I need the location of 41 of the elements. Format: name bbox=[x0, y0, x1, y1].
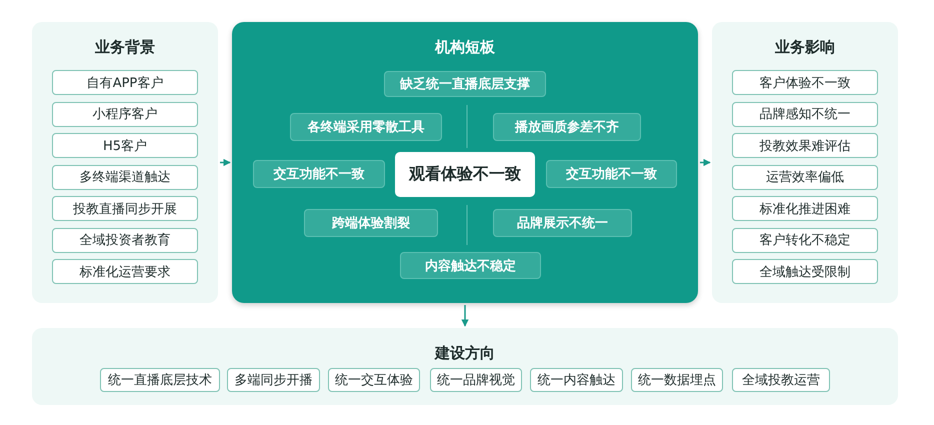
issue-box: 内容触达不稳定 bbox=[400, 252, 541, 279]
item-box: 标准化推进困难 bbox=[732, 196, 878, 221]
arrow bbox=[220, 158, 231, 166]
panel-title: 业务背景 bbox=[94, 38, 156, 57]
item-box: 标准化运营要求 bbox=[52, 259, 198, 284]
item-box: 全域触达受限制 bbox=[732, 259, 878, 284]
panel-background bbox=[232, 22, 698, 303]
item-box: 全域投教运营 bbox=[732, 368, 830, 392]
item-box: 品牌感知不统一 bbox=[732, 102, 878, 126]
issue-box: 品牌展示不统一 bbox=[493, 209, 632, 237]
panel-title: 机构短板 bbox=[434, 38, 496, 57]
item-box: 多终端渠道触达 bbox=[52, 164, 198, 190]
item-box: 投教直播同步开展 bbox=[52, 196, 198, 221]
item-box: 多端同步开播 bbox=[227, 368, 320, 392]
arrow bbox=[461, 305, 469, 327]
panel-background bbox=[32, 328, 898, 405]
item-box: 统一交互体验 bbox=[328, 368, 420, 392]
item-box: H5客户 bbox=[52, 133, 198, 158]
issue-box: 缺乏统一直播底层支撑 bbox=[384, 71, 546, 97]
panel-background bbox=[32, 22, 218, 303]
item-box: 客户体验不一致 bbox=[732, 70, 878, 95]
item-box: 统一直播底层技术 bbox=[100, 368, 220, 392]
issue-box: 播放画质参差不齐 bbox=[493, 113, 641, 141]
item-box: 自有APP客户 bbox=[52, 70, 198, 95]
item-box: 运营效率偏低 bbox=[732, 164, 878, 190]
item-box: 统一品牌视觉 bbox=[430, 368, 522, 392]
item-box: 投教效果难评估 bbox=[732, 133, 878, 158]
panel-background bbox=[712, 22, 898, 303]
core-issue-box: 观看体验不一致 bbox=[395, 152, 535, 197]
item-box: 统一内容触达 bbox=[530, 368, 623, 392]
issue-box: 交互功能不一致 bbox=[546, 160, 677, 188]
item-box: 统一数据埋点 bbox=[631, 368, 723, 392]
issue-box: 各终端采用零散工具 bbox=[290, 113, 442, 141]
issue-box: 交互功能不一致 bbox=[253, 160, 385, 188]
issue-box: 跨端体验割裂 bbox=[304, 209, 438, 237]
panel-title: 业务影响 bbox=[774, 38, 836, 57]
item-box: 客户转化不稳定 bbox=[732, 228, 878, 252]
item-box: 小程序客户 bbox=[52, 102, 198, 126]
item-box: 全域投资者教育 bbox=[52, 228, 198, 252]
panel-title: 建设方向 bbox=[433, 344, 496, 363]
arrow bbox=[700, 158, 711, 166]
